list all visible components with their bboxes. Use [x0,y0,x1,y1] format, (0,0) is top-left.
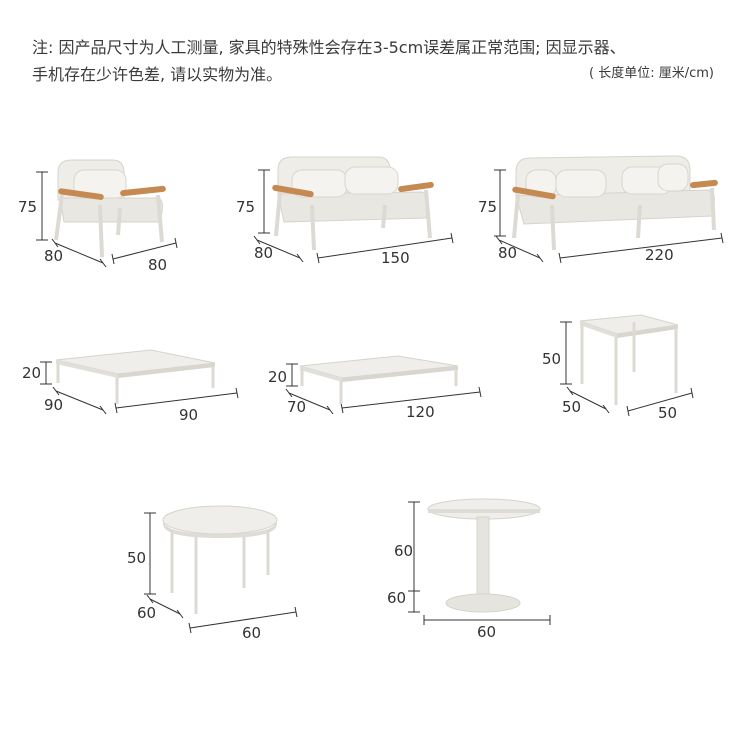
square-coffee-table-height: 20 [22,364,42,382]
three-seat-sofa-depth: 80 [498,244,518,262]
square-coffee-table-depth: 90 [44,396,64,414]
disclaimer-note: 注: 因产品尺寸为人工测量, 家具的特殊性会存在3-5cm误差属正常范围; 因显… [32,34,732,88]
three-seat-sofa-height: 75 [478,198,498,216]
square-side-table-depth: 50 [562,398,582,416]
round-table-height: 50 [127,549,147,567]
rect-coffee-table-height: 20 [268,368,288,386]
square-side-table-height: 50 [542,350,562,368]
three-seat-sofa-width: 220 [645,246,674,264]
rect-coffee-table-width: 120 [406,403,435,421]
pedestal-table-width: 60 [477,623,497,641]
single-sofa-depth: 80 [44,247,64,265]
two-seat-sofa-height: 75 [236,198,256,216]
round-table-width: 60 [242,624,262,642]
square-coffee-table-width: 90 [179,406,199,424]
rect-coffee-table-depth: 70 [287,398,307,416]
round-table-depth: 60 [137,604,157,622]
note-line-1: 注: 因产品尺寸为人工测量, 家具的特殊性会存在3-5cm误差属正常范围; 因显… [32,38,626,57]
single-sofa-height: 75 [18,198,38,216]
two-seat-sofa-width: 150 [381,249,410,267]
pedestal-table-height: 60 [394,542,414,560]
pedestal-table-base-height: 60 [387,589,407,607]
square-side-table-width: 50 [658,404,678,422]
two-seat-sofa-depth: 80 [254,244,274,262]
single-sofa-width: 80 [148,256,168,274]
note-line-2: 手机存在少许色差, 请以实物为准。 [32,65,283,84]
unit-label: ( 长度单位: 厘米/cm) [589,66,714,81]
